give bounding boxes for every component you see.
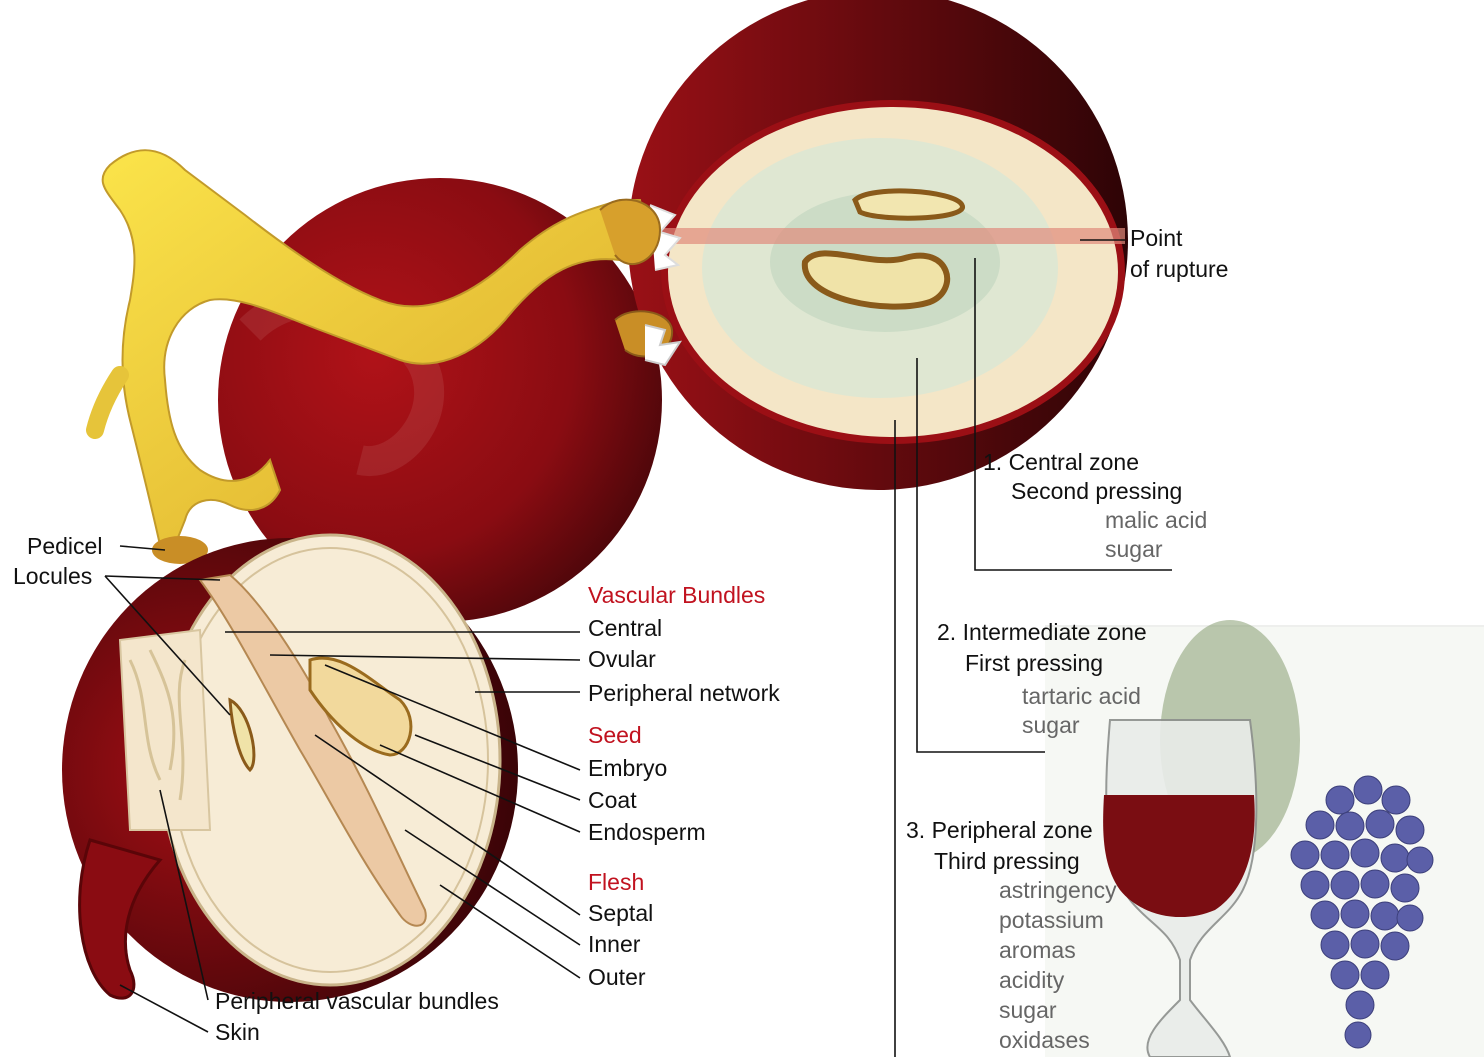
heading-vascular-bundles: Vascular Bundles	[588, 582, 765, 608]
label-peripheral-vascular-bundles: Peripheral vascular bundles	[215, 988, 499, 1014]
zone-central-pressing: Second pressing	[1011, 478, 1182, 504]
label-point-of-rupture-2: of rupture	[1130, 256, 1228, 282]
zone-intermediate-component: tartaric acid	[1022, 683, 1141, 709]
label-inner: Inner	[588, 931, 640, 957]
zone-peripheral-component: aromas	[999, 937, 1076, 963]
label-ovular: Ovular	[588, 646, 656, 672]
label-central: Central	[588, 615, 662, 641]
zone-central-title: 1. Central zone	[983, 449, 1139, 475]
heading-seed: Seed	[588, 722, 642, 748]
label-pedicel: Pedicel	[27, 533, 102, 559]
heading-flesh: Flesh	[588, 869, 644, 895]
zone-intermediate-component: sugar	[1022, 712, 1080, 738]
label-point-of-rupture: Point	[1130, 225, 1182, 251]
zone-central-component: sugar	[1105, 536, 1163, 562]
zone-central-component: malic acid	[1105, 507, 1207, 533]
zone-peripheral-component: oxidases	[999, 1027, 1090, 1053]
zone-peripheral-component: acidity	[999, 967, 1064, 993]
label-endosperm: Endosperm	[588, 819, 706, 845]
label-septal: Septal	[588, 900, 653, 926]
zone-peripheral-component: sugar	[999, 997, 1057, 1023]
cut-grape-top	[628, 0, 1128, 490]
label-outer: Outer	[588, 964, 646, 990]
zone-intermediate-pressing: First pressing	[965, 650, 1103, 676]
zone-peripheral-pressing: Third pressing	[934, 848, 1080, 874]
zone-peripheral-title: 3. Peripheral zone	[906, 817, 1093, 843]
label-coat: Coat	[588, 787, 637, 813]
zone-peripheral-component: potassium	[999, 907, 1104, 933]
zone-intermediate-title: 2. Intermediate zone	[937, 619, 1147, 645]
label-peripheral-network: Peripheral network	[588, 680, 780, 706]
label-embryo: Embryo	[588, 755, 667, 781]
zone-peripheral-component: astringency	[999, 877, 1117, 903]
label-skin: Skin	[215, 1019, 260, 1045]
label-locules: Locules	[13, 563, 92, 589]
